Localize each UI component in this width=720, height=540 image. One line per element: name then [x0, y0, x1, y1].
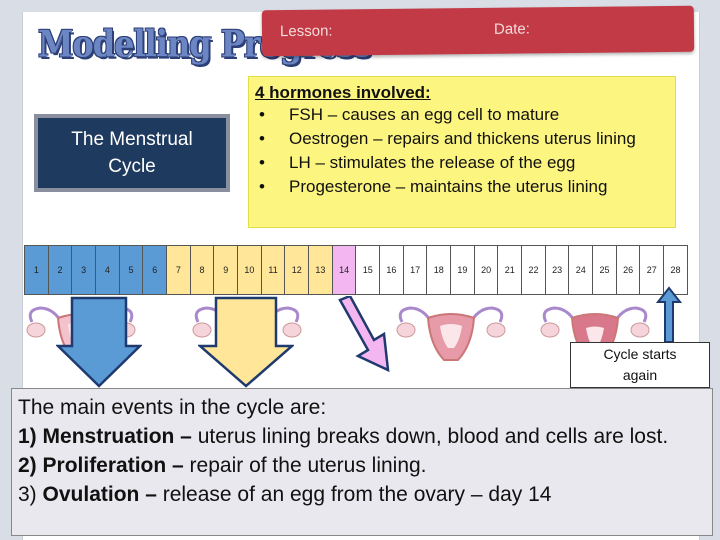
event-number: 3)	[18, 483, 43, 506]
day-cell-15: 15	[356, 246, 381, 294]
event-proliferation: 2) Proliferation – repair of the uterus …	[18, 451, 706, 480]
day-cell-7: 7	[167, 246, 191, 294]
day-cell-26: 26	[616, 246, 641, 294]
proliferation-arrow	[198, 296, 294, 388]
uterus-ovulation-illustration	[396, 306, 506, 361]
day-cell-20: 20	[474, 246, 499, 294]
day-cell-11: 11	[261, 246, 286, 294]
event-number: 2)	[18, 454, 43, 477]
day-cell-10: 10	[238, 246, 262, 294]
event-description: repair of the uterus lining.	[183, 454, 427, 477]
event-term: Ovulation –	[42, 483, 157, 506]
event-number: 1)	[18, 425, 43, 448]
hormone-item-lh: LH – stimulates the release of the egg	[255, 151, 675, 175]
event-description: uterus lining breaks down, blood and cel…	[191, 425, 669, 448]
day-cell-27: 27	[640, 246, 665, 294]
day-cell-6: 6	[143, 246, 168, 294]
lesson-date-banner: Lesson: Date:	[261, 5, 695, 57]
day-cell-12: 12	[285, 246, 310, 294]
day-cell-16: 16	[380, 246, 404, 294]
day-cell-25: 25	[593, 246, 617, 294]
cycle-restart-label: Cycle starts again	[570, 342, 710, 388]
event-description: release of an egg from the ovary – day 1…	[156, 483, 552, 506]
day-cell-24: 24	[569, 246, 594, 294]
cycle-restart-arrow	[656, 286, 682, 343]
day-cell-2: 2	[48, 246, 73, 294]
day-cell-8: 8	[190, 246, 215, 294]
hormones-title: 4 hormones involved:	[255, 83, 431, 102]
event-ovulation: 3) Ovulation – release of an egg from th…	[18, 480, 706, 509]
ovulation-arrow	[338, 296, 390, 373]
day-cell-22: 22	[522, 246, 546, 294]
day-cell-13: 13	[309, 246, 333, 294]
day-cell-23: 23	[545, 246, 570, 294]
cycle-title-line1: The Menstrual	[71, 129, 193, 150]
day-cell-17: 17	[403, 246, 428, 294]
day-cell-3: 3	[72, 246, 97, 294]
hormone-item-fsh: FSH – causes an egg cell to mature	[255, 103, 675, 127]
cycle-title-text: The Menstrual Cycle	[71, 126, 192, 180]
hormones-list: FSH – causes an egg cell to mature Oestr…	[255, 103, 675, 199]
event-term: Proliferation –	[42, 454, 184, 477]
day-cell-9: 9	[214, 246, 239, 294]
events-box: The main events in the cycle are: 1) Men…	[11, 388, 713, 536]
lesson-label: Lesson:	[279, 22, 333, 41]
cycle-restart-line2: again	[622, 367, 658, 383]
cycle-restart-line1: Cycle starts	[603, 346, 677, 362]
day-cell-14: 14	[332, 246, 357, 294]
cycle-title-line2: Cycle	[108, 156, 156, 177]
date-label: Date:	[493, 20, 530, 38]
hormone-item-oestrogen: Oestrogen – repairs and thickens uterus …	[255, 127, 675, 151]
day-cell-5: 5	[119, 246, 144, 294]
menstruation-arrow	[56, 296, 142, 388]
day-cell-4: 4	[96, 246, 120, 294]
events-intro: The main events in the cycle are:	[18, 396, 327, 419]
hormones-box: 4 hormones involved: FSH – causes an egg…	[248, 76, 676, 228]
day-cell-18: 18	[427, 246, 452, 294]
event-term: Menstruation –	[42, 425, 192, 448]
day-cell-19: 19	[451, 246, 475, 294]
day-cell-21: 21	[498, 246, 523, 294]
event-menstruation: 1) Menstruation – uterus lining breaks d…	[18, 422, 706, 451]
day-cell-1: 1	[25, 246, 49, 294]
cycle-title-box: The Menstrual Cycle	[34, 114, 230, 192]
hormone-item-progesterone: Progesterone – maintains the uterus lini…	[255, 175, 675, 199]
day-cell-28: 28	[664, 246, 687, 294]
